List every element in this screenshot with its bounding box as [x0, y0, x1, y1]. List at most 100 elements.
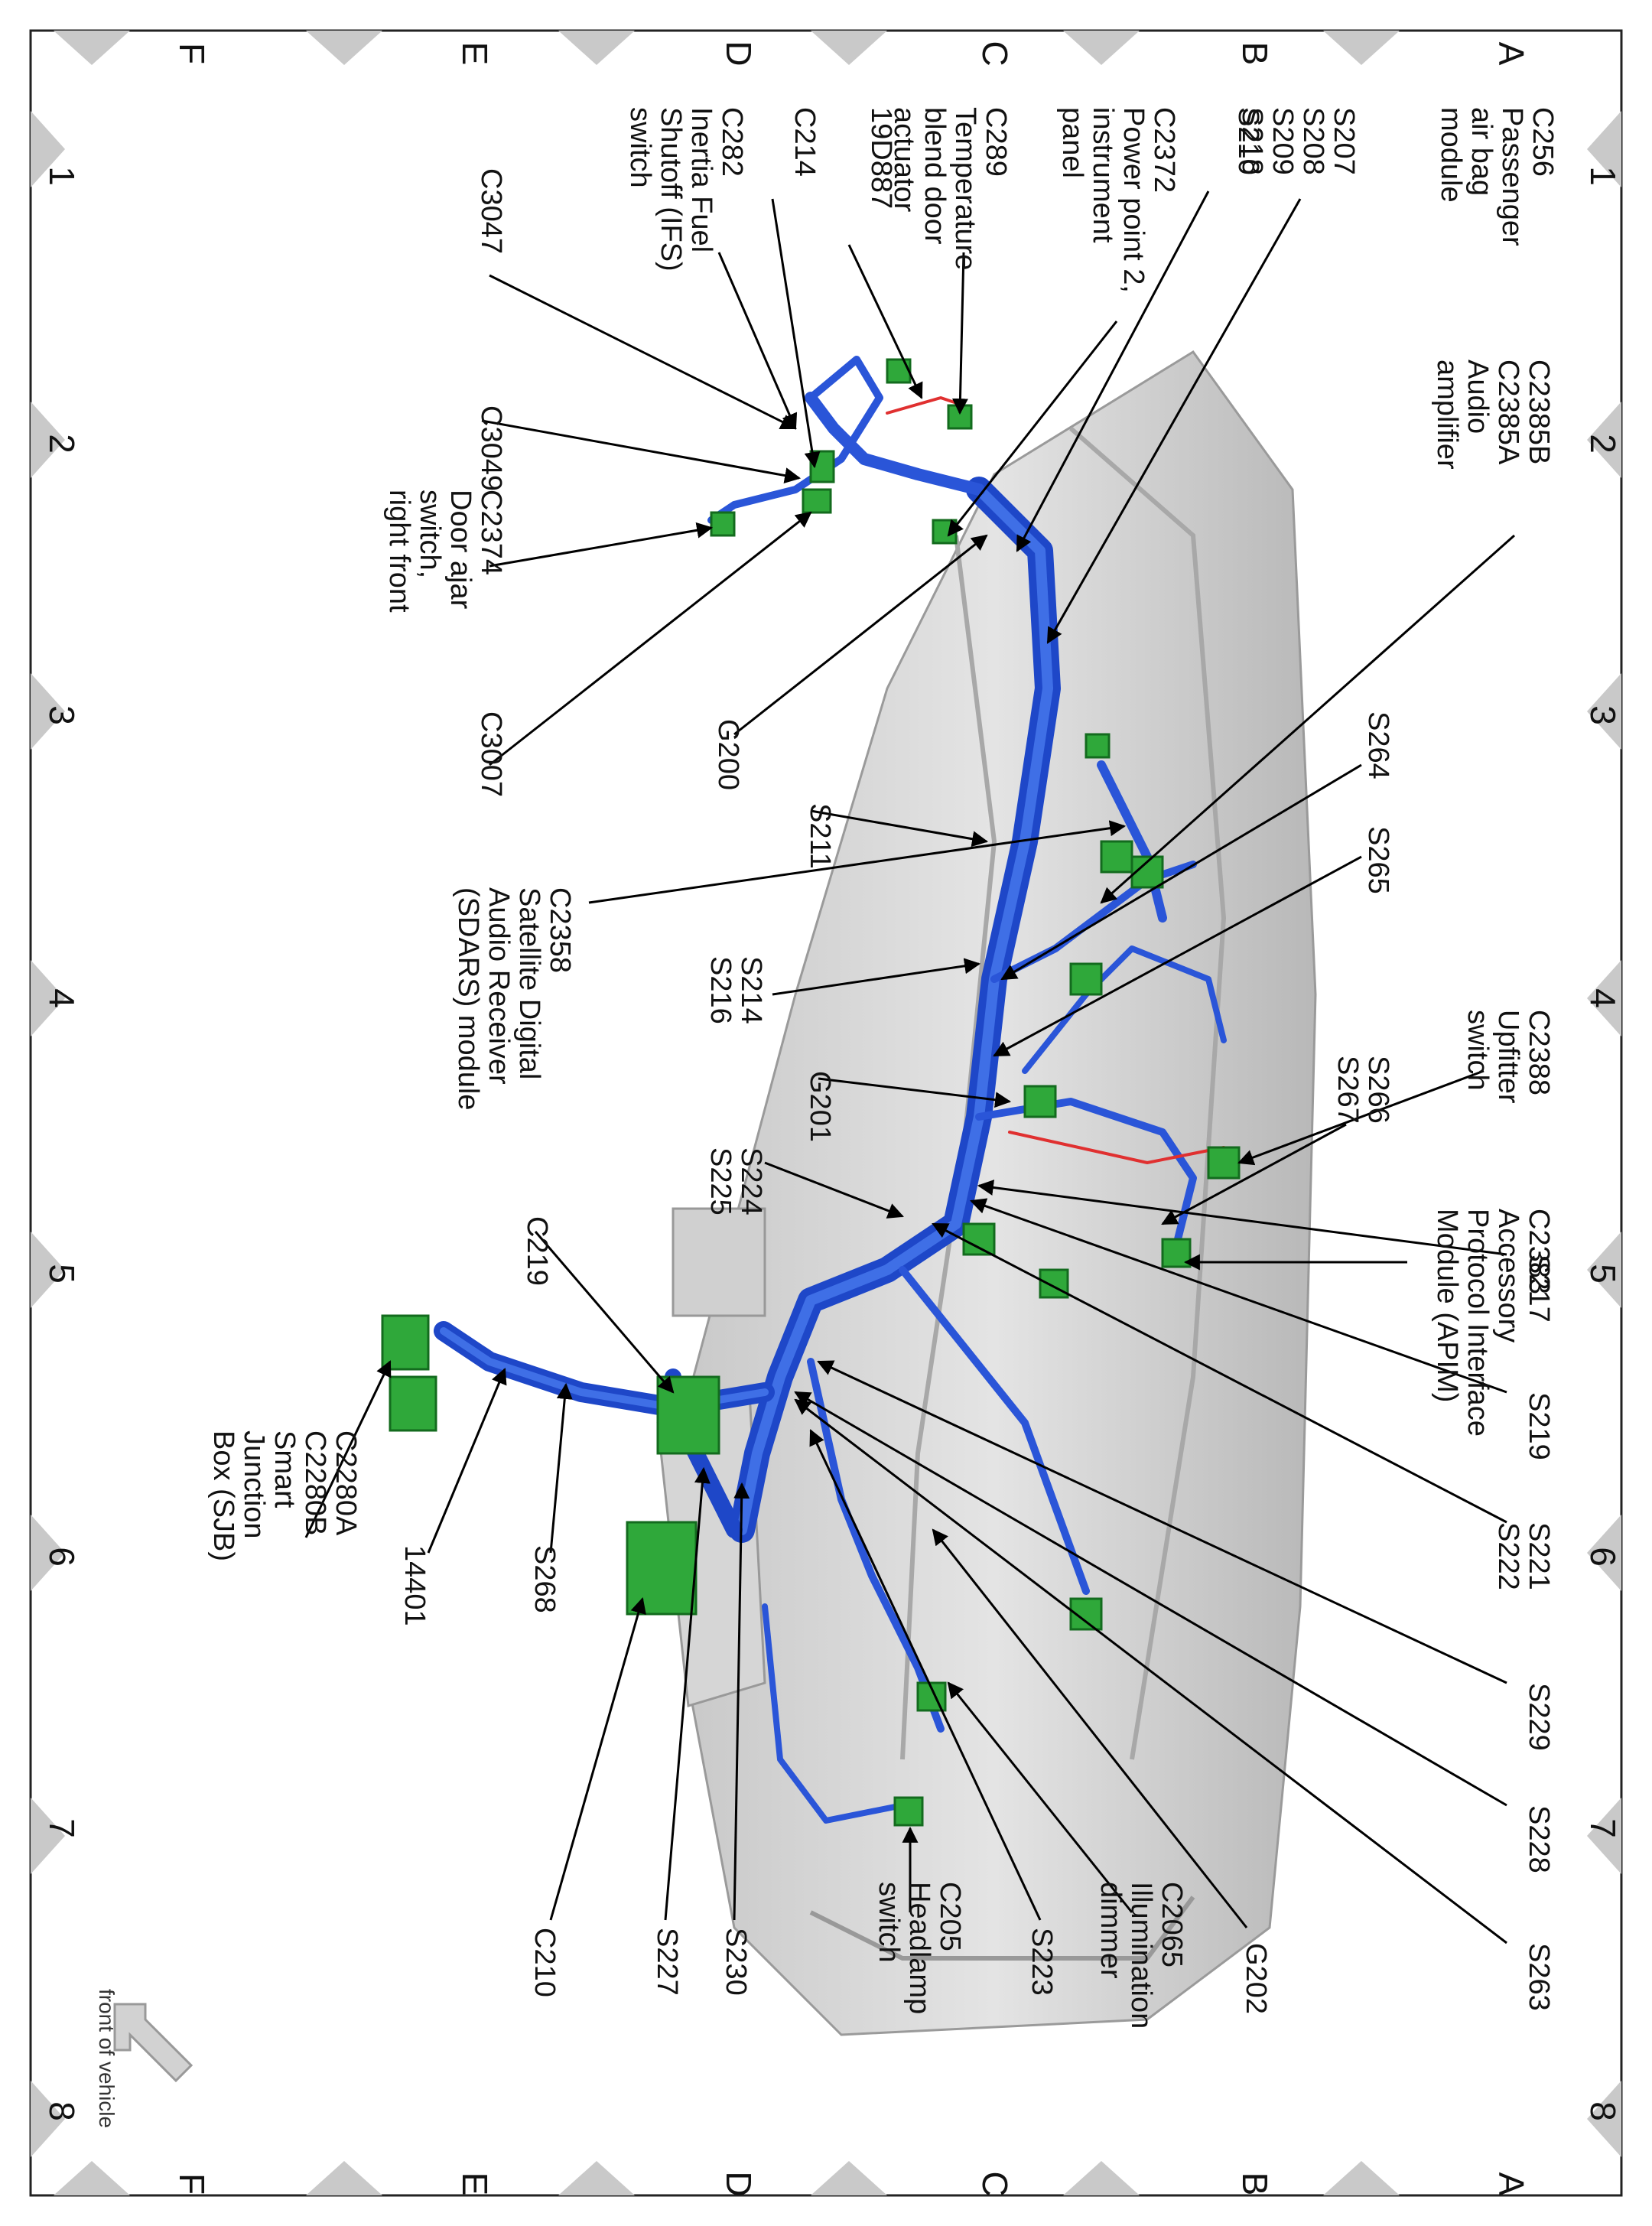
callout-c2280a: C2280AC2280BSmartJunctionBox (SJB) [207, 1430, 362, 1561]
margin-triangle [1587, 2081, 1621, 2157]
callout-line: air bag [1465, 107, 1498, 196]
callout-line: C2065 [1156, 1882, 1188, 1967]
callout-line: C205 [934, 1882, 966, 1951]
callout-s230: S230 [720, 1928, 752, 1996]
callout-line: S227 [651, 1928, 683, 1996]
callout-line: blend door [919, 107, 951, 245]
leader-line-c2358 [588, 820, 1127, 904]
leader-line-c282 [717, 252, 798, 430]
front-of-vehicle-arrow-icon [113, 2003, 193, 2083]
callout-line: C2372 [1148, 107, 1180, 193]
grid-number-8: 8 [42, 2101, 82, 2121]
callout-line: Door ajar [444, 490, 476, 610]
callout-line: C2388 [1523, 1010, 1555, 1095]
margin-triangle [558, 2161, 635, 2195]
callout-c2372: C2372Power point 2,instrumentpanel [1056, 107, 1180, 293]
leader-line-s229 [817, 1360, 1507, 1684]
grid-number-4: 4 [42, 988, 82, 1008]
margin-triangle [811, 31, 887, 65]
callout-line: S268 [528, 1545, 561, 1613]
callout-s221: S221S222 [1492, 1522, 1555, 1590]
grid-number-1: 1 [42, 166, 82, 186]
margin-triangle [54, 2161, 130, 2195]
leader-line-s227 [664, 1466, 711, 1921]
leader-line-g201 [818, 1077, 1012, 1108]
callout-c205: C205Headlampswitch [873, 1882, 966, 2014]
callout-c2388: C2388Upfitterswitch [1462, 1010, 1555, 1104]
margin-triangle [31, 2081, 65, 2157]
margin-triangle [31, 960, 65, 1037]
callout-line: Protocol Interface [1462, 1209, 1494, 1437]
margin-triangle [1323, 31, 1400, 65]
callout-line: Box (SJB) [207, 1430, 239, 1561]
margin-triangle [1587, 673, 1621, 750]
callout-line: S219 [1523, 1392, 1555, 1460]
grid-letter-C: C [975, 2171, 1015, 2196]
margin-triangle [811, 2161, 887, 2195]
margin-triangle [1063, 31, 1140, 65]
leader-line-c2388 [1237, 1069, 1485, 1166]
leader-line-s268 [549, 1382, 573, 1554]
leader-line-s214 [772, 958, 981, 996]
margin-triangle [31, 673, 65, 750]
callout-line: (SDARS) module [452, 887, 484, 1110]
callout-line: panel [1056, 107, 1088, 178]
grid-number-3: 3 [42, 705, 82, 725]
callout-s228: S228 [1523, 1805, 1555, 1873]
callout-line: C2280B [299, 1430, 331, 1535]
leader-line-14401 [427, 1368, 507, 1554]
callout-line: Temperature [949, 107, 981, 270]
callout-c214: C214 [789, 107, 821, 177]
callout-s227: S227 [651, 1928, 683, 1996]
grid-letter-C: C [975, 41, 1015, 66]
callout-line: actuator [888, 107, 920, 213]
callout-line: S211 [804, 803, 836, 869]
callout-line: 14401 [398, 1545, 431, 1626]
grid-number-2: 2 [42, 434, 82, 454]
leader-line-c214 [771, 198, 821, 469]
grid-number-4: 4 [1583, 988, 1623, 1008]
callout-line: S210 [1232, 107, 1264, 175]
grid-number-1: 1 [1583, 166, 1623, 186]
callout-line: G202 [1240, 1943, 1272, 2014]
callout-line: C3007 [475, 711, 507, 797]
callout-line: module [1435, 107, 1467, 203]
grid-number-6: 6 [42, 1547, 82, 1567]
callout-s207: S207S208S209S218 [1236, 107, 1360, 175]
grid-letter-D: D [719, 2171, 759, 2196]
callout-c2385b: C2385BC2385AAudioamplifier [1431, 360, 1555, 470]
grid-number-3: 3 [1583, 705, 1623, 725]
callout-line: 19D887 [865, 107, 897, 209]
margin-triangle [31, 1232, 65, 1308]
callout-c3049: C3049 [475, 405, 507, 491]
callout-line: S263 [1523, 1943, 1555, 2011]
callout-c282: C282Inertia FuelShutoff (IFS)switch [624, 107, 748, 272]
callout-line: instrument [1087, 107, 1119, 243]
leader-line-c3007 [489, 511, 812, 766]
grid-letter-F: F [172, 43, 212, 64]
callout-line: C2385A [1492, 360, 1524, 465]
callout-line: Passenger [1496, 107, 1528, 246]
callout-line: S208 [1297, 107, 1329, 175]
callout-line: S217 [1523, 1255, 1555, 1323]
callout-s210: S210 [1232, 107, 1264, 175]
callout-line: S224 [735, 1147, 767, 1216]
margin-triangle [31, 402, 65, 478]
callout-line: dimmer [1094, 1882, 1127, 1979]
callout-s263: S263 [1523, 1943, 1555, 2011]
leader-line-s228 [794, 1391, 1507, 1807]
leader-line-c3049 [481, 419, 802, 483]
callout-line: switch [1462, 1010, 1494, 1091]
callout-line: switch [624, 107, 656, 188]
callout-s224: S224S225 [704, 1147, 767, 1216]
callout-s268: S268 [528, 1545, 561, 1613]
grid-letter-E: E [455, 42, 495, 66]
leader-line-s217 [977, 1180, 1507, 1256]
callout-line: C2374 [475, 490, 507, 575]
callout-line: Power point 2, [1117, 107, 1150, 293]
callout-line: Upfitter [1492, 1010, 1524, 1104]
callout-line: Inertia Fuel [685, 107, 717, 252]
callout-line: G200 [712, 719, 744, 790]
leader-line-s265 [993, 855, 1362, 1057]
callout-line: C282 [716, 107, 748, 177]
